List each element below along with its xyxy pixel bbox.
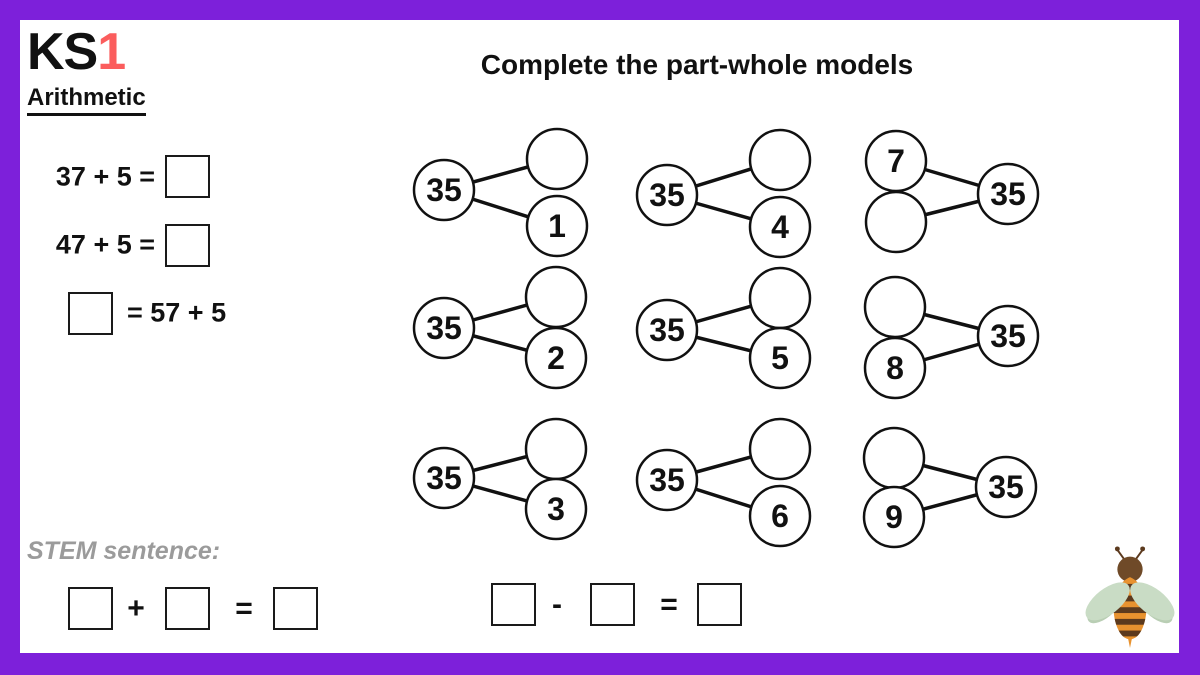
whole-value: 35 [426, 172, 462, 208]
whole-circle [974, 455, 1038, 519]
stem-sentence-label: STEM sentence: [27, 537, 221, 565]
answer-circle[interactable] [748, 417, 812, 481]
bee-stinger [1128, 638, 1132, 649]
whole-value: 35 [649, 462, 685, 498]
stem-sub-box-2[interactable] [590, 583, 635, 626]
whole-circle [976, 162, 1040, 226]
whole-circle [412, 296, 476, 360]
part-bottom-circle [862, 485, 926, 549]
part-bottom-circle [863, 336, 927, 400]
stem-add-box-2[interactable] [165, 587, 210, 630]
answer-circle[interactable] [524, 265, 588, 329]
answer-circle[interactable] [748, 266, 812, 330]
part-whole-model-6: 35 8 [863, 275, 1040, 400]
whole-value: 35 [990, 176, 1026, 212]
part-whole-model-1: 35 1 [412, 127, 589, 258]
equation-3-text: = 57 + 5 [127, 297, 227, 328]
stem-sub-equals: = [660, 588, 678, 621]
bee-wing-left [1085, 582, 1130, 621]
part-whole-model-5: 35 5 [635, 266, 812, 390]
bee-head [1117, 556, 1143, 582]
part-bottom-value: 4 [771, 209, 789, 245]
whole-value: 35 [426, 460, 462, 496]
page-title: Complete the part-whole models [480, 49, 914, 80]
answer-circle[interactable] [748, 128, 812, 192]
equation-2-text: 47 + 5 = [55, 229, 155, 260]
part-whole-model-3: 35 7 [864, 129, 1040, 254]
part-bottom-value: 3 [547, 491, 565, 527]
equation-2-answer-box[interactable] [165, 224, 210, 267]
equation-3-answer-box[interactable] [68, 292, 113, 335]
whole-circle [412, 446, 476, 510]
part-bottom-value: 5 [771, 340, 789, 376]
part-whole-model-9: 35 9 [862, 426, 1038, 549]
subject-label: Arithmetic [27, 84, 146, 116]
whole-value: 35 [990, 318, 1026, 354]
brand-ks: KS [27, 23, 98, 81]
answer-circle[interactable] [524, 417, 588, 481]
whole-value: 35 [426, 310, 462, 346]
part-bottom-circle [525, 194, 589, 258]
whole-circle [635, 163, 699, 227]
part-whole-model-7: 35 3 [412, 417, 588, 541]
whole-value: 35 [649, 177, 685, 213]
answer-circle[interactable] [864, 190, 928, 254]
whole-circle [976, 304, 1040, 368]
part-bottom-circle [748, 195, 812, 259]
part-bottom-circle [524, 477, 588, 541]
part-bottom-circle [524, 326, 588, 390]
stem-add-operator: + [127, 592, 145, 625]
part-bottom-value: 6 [771, 498, 789, 534]
part-bottom-circle [748, 484, 812, 548]
stem-sub-operator: - [552, 588, 562, 621]
whole-circle [635, 298, 699, 362]
whole-value: 35 [649, 312, 685, 348]
stem-add-box-1[interactable] [68, 587, 113, 630]
answer-circle[interactable] [862, 426, 926, 490]
brand-logo: KS1 [27, 23, 126, 81]
part-bottom-circle [748, 326, 812, 390]
part-whole-model-2: 35 4 [635, 128, 812, 259]
brand-one: 1 [97, 23, 126, 81]
bee-stripes [1113, 583, 1147, 637]
stem-sub-box-3[interactable] [697, 583, 742, 626]
answer-circle[interactable] [863, 275, 927, 339]
equation-1-text: 37 + 5 = [55, 161, 155, 192]
bee-icon [1085, 546, 1175, 649]
part-top-value: 7 [887, 143, 905, 179]
part-whole-model-8: 35 6 [635, 417, 812, 548]
part-whole-model-4: 35 2 [412, 265, 588, 390]
stem-add-box-3[interactable] [273, 587, 318, 630]
part-bottom-value: 2 [547, 340, 565, 376]
part-bottom-value: 9 [885, 499, 903, 535]
whole-value: 35 [988, 469, 1024, 505]
whole-circle [635, 448, 699, 512]
answer-circle[interactable] [525, 127, 589, 191]
part-bottom-value: 1 [548, 208, 566, 244]
whole-circle [412, 158, 476, 222]
part-bottom-value: 8 [886, 350, 904, 386]
bee-wing-right [1130, 582, 1175, 621]
equation-1-answer-box[interactable] [165, 155, 210, 198]
stem-add-equals: = [235, 592, 253, 625]
stem-sub-box-1[interactable] [491, 583, 536, 626]
